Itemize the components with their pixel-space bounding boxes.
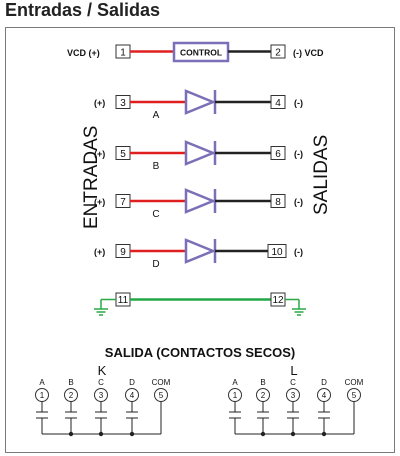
diode-row-c: (+) 7 8 (-) C [94, 188, 303, 220]
contact-pin-5-label: 5 [159, 391, 164, 400]
contact-label-com: COM [345, 378, 364, 387]
terminal-11-label: 11 [118, 295, 129, 306]
diagram-panel [5, 27, 395, 453]
contact-label-d: D [129, 378, 135, 387]
contact-group-l: L A B C D COM 1 2 3 4 5 [228, 363, 364, 437]
terminal-7-label: 7 [120, 197, 126, 208]
ground-right-icon [285, 298, 306, 316]
contact-label-d: D [321, 378, 327, 387]
channel-letter: D [152, 259, 159, 270]
diode-row-a: (+) 3 4 (-) A [94, 89, 303, 121]
control-box-label: CONTROL [180, 48, 222, 58]
terminal-9-label: 9 [120, 247, 126, 258]
terminal-6-label: 6 [275, 149, 281, 160]
contact-pin-2-label: 2 [69, 391, 74, 400]
terminal-10 [267, 244, 287, 258]
contacts-heading: SALIDA (CONTACTOS SECOS) [105, 345, 295, 360]
diode-triangle [184, 238, 217, 264]
minus-label: (-) [294, 149, 303, 159]
contact-group-k: K A B C D COM 1 2 3 4 5 [35, 363, 171, 437]
contact-label-c: C [98, 378, 104, 387]
contact-pin-4-label: 4 [130, 391, 135, 400]
minus-label: (-) [294, 98, 303, 108]
contact-wiring [229, 401, 355, 437]
contact-pin-4-label: 4 [322, 391, 327, 400]
terminal-2-label: 2 [275, 48, 281, 59]
diode-triangle [184, 140, 217, 166]
terminal-8 [270, 194, 286, 208]
group-name: L [290, 363, 297, 378]
channel-letter: A [153, 110, 160, 121]
contact-pin-1-label: 1 [40, 391, 45, 400]
contact-label-com: COM [152, 378, 171, 387]
page-title: Entradas / Salidas [5, 0, 161, 20]
contact-label-a: A [39, 378, 45, 387]
terminal-3-label: 3 [120, 98, 126, 109]
terminal-4-label: 4 [275, 98, 281, 109]
minus-label: (-) [294, 197, 303, 207]
minus-label: (-) [294, 247, 303, 257]
vcd-minus-label: (-) VCD [293, 48, 324, 58]
contact-pin-1-label: 1 [233, 391, 238, 400]
contact-wiring [36, 401, 162, 437]
plus-label: (+) [94, 197, 105, 207]
contact-label-a: A [232, 378, 238, 387]
contact-label-b: B [68, 378, 73, 387]
plus-label: (+) [94, 98, 105, 108]
terminal-6 [270, 146, 286, 160]
terminal-10-label: 10 [271, 247, 283, 258]
group-name: K [98, 363, 107, 378]
terminal-8-label: 8 [275, 197, 281, 208]
diode-row-b: (+) 5 6 (-) B [94, 140, 303, 172]
terminal-5-label: 5 [120, 149, 126, 160]
entradas-label: ENTRADAS [81, 126, 102, 229]
contact-pin-2-label: 2 [261, 391, 266, 400]
plus-label: (+) [94, 149, 105, 159]
terminal-12-label: 12 [272, 295, 284, 306]
plus-label: (+) [94, 247, 105, 257]
channel-letter: B [153, 161, 160, 172]
contact-label-c: C [290, 378, 296, 387]
diode-triangle [184, 89, 217, 115]
contact-pin-3-label: 3 [99, 391, 104, 400]
ground-left-icon [94, 298, 116, 316]
ground-row: 11 12 [94, 292, 306, 316]
terminal-2 [270, 44, 286, 59]
vcd-plus-label: VCD (+) [67, 48, 100, 58]
terminal-4 [270, 95, 286, 109]
contact-pin-3-label: 3 [291, 391, 296, 400]
terminal-1-label: 1 [120, 48, 126, 59]
salidas-label: SALIDAS [311, 135, 332, 215]
contact-pin-5-label: 5 [352, 391, 357, 400]
diode-triangle [184, 188, 217, 214]
diode-row-d: (+) 9 10 (-) D [94, 238, 303, 270]
channel-letter: C [152, 209, 159, 220]
control-row: VCD (+) 1 CONTROL 2 (-) VCD [67, 41, 324, 63]
contact-label-b: B [260, 378, 265, 387]
